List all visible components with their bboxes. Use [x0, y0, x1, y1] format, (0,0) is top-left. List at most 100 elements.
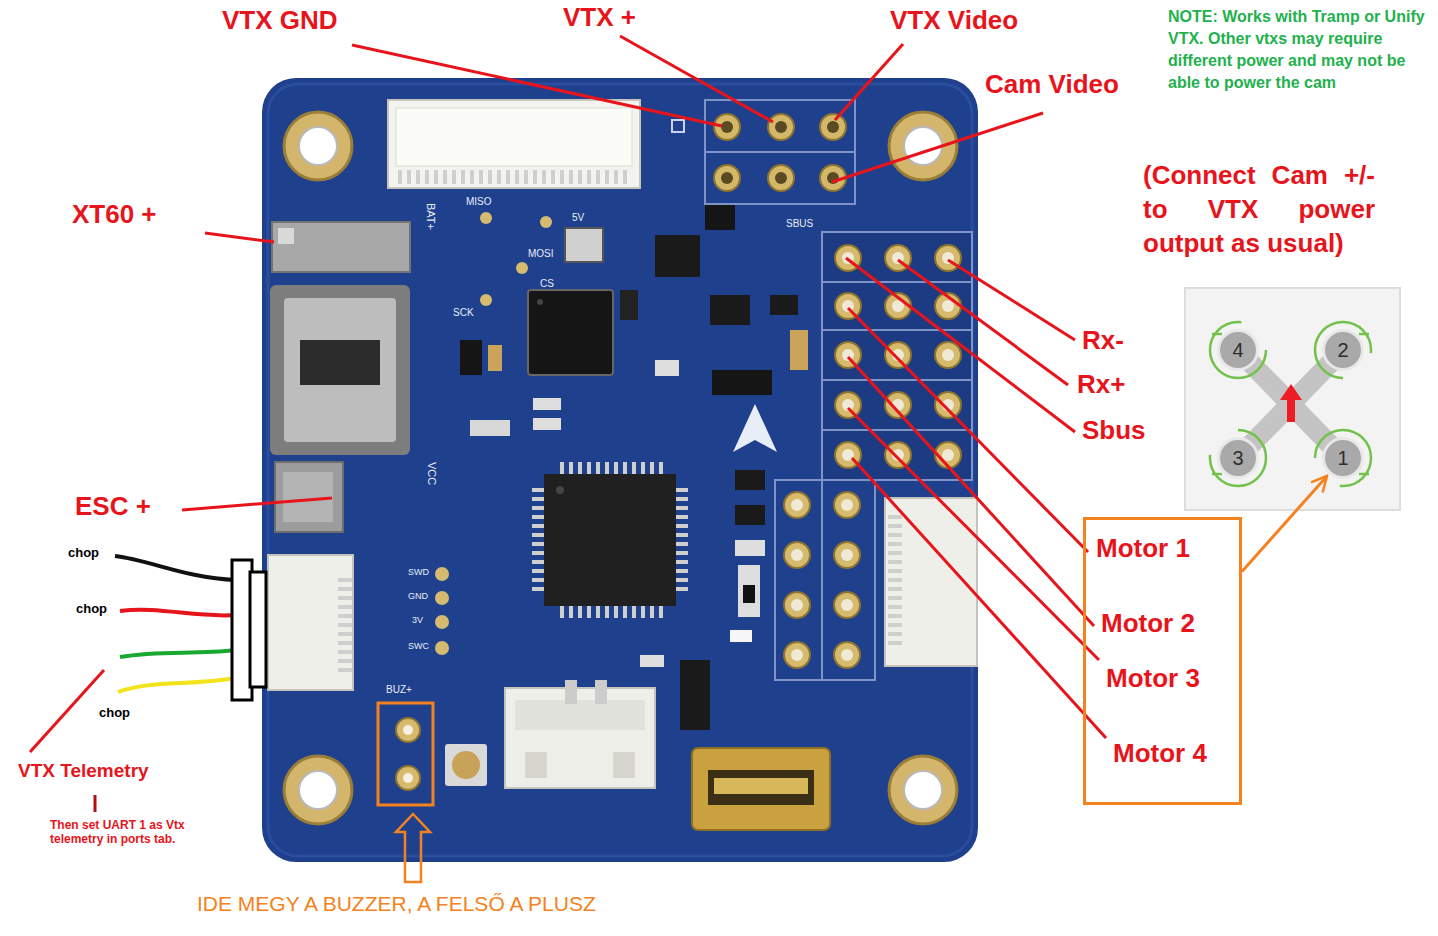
leader-line — [848, 308, 1088, 552]
silkscreen-text: VCC — [425, 462, 438, 485]
header-hole — [942, 449, 954, 461]
smd-components — [595, 680, 607, 704]
gyro-chip — [537, 299, 543, 305]
small-pad — [480, 294, 492, 306]
vtx-pads — [820, 114, 846, 140]
leader-line — [352, 45, 722, 126]
vtx-pads — [768, 165, 794, 191]
pin-label: Cam Video — [985, 70, 1119, 100]
silkscreen-text: SBUS — [786, 218, 813, 230]
mcu-chip — [556, 486, 564, 494]
vtx-pads — [714, 165, 740, 191]
smd-components — [710, 295, 750, 325]
header-pad — [784, 642, 810, 668]
vtx-pads — [705, 100, 855, 204]
mounting-hole — [904, 771, 942, 809]
header-pad — [935, 392, 961, 418]
prop-rotation — [1212, 473, 1222, 476]
vtx-pads — [775, 121, 787, 133]
direction-arrow — [733, 404, 777, 452]
header-pad — [784, 592, 810, 618]
plug-bracket — [232, 560, 266, 700]
small-pad — [435, 615, 449, 629]
silkscreen-text: SWD — [408, 567, 429, 577]
prop-rotation — [1315, 322, 1371, 378]
pin-label: ESC + — [75, 492, 151, 522]
leader-line — [620, 36, 773, 122]
header-hole — [841, 649, 853, 661]
jst-connector — [388, 100, 640, 188]
mounting-hole — [299, 127, 337, 165]
jst-connector — [338, 575, 352, 675]
header-hole — [791, 599, 803, 611]
buzzer-pad — [396, 766, 420, 790]
prop-rotation — [1315, 430, 1371, 486]
motor-label: Motor 4 — [1113, 739, 1207, 769]
header-hole — [841, 499, 853, 511]
buzzer-highlight — [378, 703, 433, 882]
smd-components — [460, 340, 482, 375]
silkscreen-text: CS — [540, 278, 554, 290]
header-hole — [791, 649, 803, 661]
quad-panel — [1238, 350, 1343, 458]
power-pads — [283, 472, 333, 522]
board-pcb — [268, 84, 972, 856]
header-hole — [942, 349, 954, 361]
leader-line — [852, 458, 1106, 738]
smd-components — [565, 228, 603, 262]
vtx-pads — [827, 121, 839, 133]
leader-line — [848, 408, 1099, 660]
gyro-chip — [528, 290, 613, 375]
pin-header — [822, 429, 972, 431]
pin-header — [821, 480, 823, 680]
mounting-hole — [284, 756, 352, 824]
jst-connector — [505, 688, 655, 788]
header-hole — [841, 599, 853, 611]
motor-label: Motor 3 — [1106, 664, 1200, 694]
smd-components — [640, 655, 664, 667]
usb-port — [708, 770, 814, 805]
smd-components — [738, 565, 760, 617]
wire — [118, 678, 236, 692]
smd-components — [730, 630, 752, 642]
plug-bracket — [250, 572, 266, 687]
header-pad — [835, 342, 861, 368]
silkscreen-text: SWC — [408, 641, 429, 651]
jst-connector — [396, 170, 632, 184]
motor-number: 1 — [1322, 437, 1364, 479]
vtx-pads — [672, 120, 684, 132]
buzzer-pad — [396, 718, 420, 742]
wire — [120, 650, 236, 657]
jst-connector — [888, 515, 902, 650]
boot-button — [452, 751, 480, 779]
header-hole — [791, 252, 954, 661]
smd-components — [743, 585, 755, 603]
note-text: NOTE: Works with Tramp or Unify VTX. Oth… — [1168, 6, 1430, 94]
header-pad — [784, 542, 810, 568]
header-pad — [885, 442, 911, 468]
callout-number: 4 — [1232, 339, 1243, 362]
leader-line — [30, 36, 1106, 812]
smd-components — [565, 680, 577, 704]
quad-panel — [1185, 288, 1400, 510]
header-hole — [791, 549, 803, 561]
jst-connector — [613, 752, 635, 778]
vtx-pads — [775, 172, 787, 184]
note-text: IDE MEGY A BUZZER, A FELSŐ A PLUSZ — [197, 892, 596, 916]
small-pad — [435, 212, 552, 655]
vtx-pads — [721, 121, 733, 133]
smd-components — [735, 540, 765, 556]
prop-rotation — [1359, 473, 1369, 476]
smd-components — [770, 295, 798, 315]
leader-line — [94, 795, 97, 812]
boot-button — [445, 744, 487, 786]
smd-components — [705, 205, 735, 230]
prop-rotation — [1210, 322, 1266, 378]
silkscreen-text: BUZ+ — [386, 684, 412, 696]
header-pad — [834, 642, 860, 668]
callout-number: 2 — [1337, 339, 1348, 362]
pin-label: Rx- — [1082, 326, 1124, 356]
silkscreen-text: GND — [408, 591, 428, 601]
buzzer-highlight — [396, 814, 430, 882]
